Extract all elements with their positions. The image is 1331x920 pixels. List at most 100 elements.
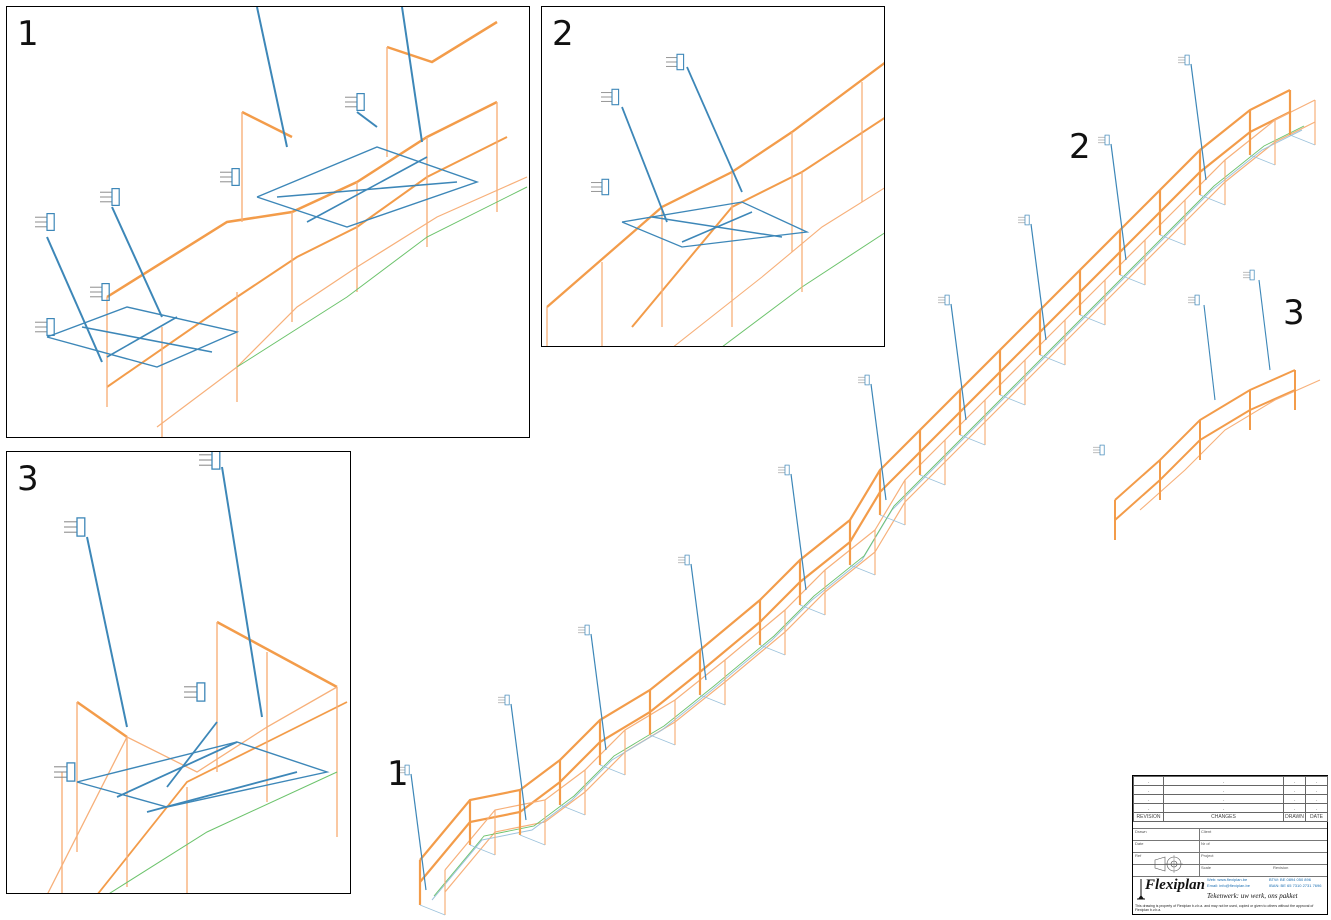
hanger-rod (401, 7, 423, 143)
hanger-rod (1030, 223, 1047, 341)
title-divider (1199, 828, 1200, 876)
wall-anchor (231, 168, 240, 187)
handrail (386, 20, 498, 64)
tread (559, 804, 586, 816)
wall-anchor (1024, 214, 1030, 226)
tread (599, 764, 626, 776)
detail-3-drawing (47, 452, 348, 893)
wall-anchor (611, 88, 620, 106)
hanger-rod (1190, 63, 1207, 181)
date-cell: - (1305, 794, 1328, 804)
bracing (116, 741, 238, 798)
hanger-rod (86, 536, 128, 728)
drawn-cell: - (1283, 785, 1306, 795)
bracing (146, 771, 298, 813)
hanger-rod (410, 773, 427, 891)
disclaimer-text: This drawing is property of Flexiplan b.… (1135, 904, 1314, 912)
client-field: Client (1201, 829, 1212, 834)
landing-frame (46, 306, 240, 368)
stringer (433, 125, 1305, 897)
stringer (236, 186, 528, 368)
revision-field: Revision (1273, 865, 1289, 870)
wall-anchor (196, 682, 206, 702)
landing-frame (76, 741, 330, 808)
projection-symbol-icon (1154, 855, 1183, 873)
tread (469, 844, 496, 856)
tread (999, 394, 1026, 406)
drawn-cell: - (1283, 776, 1306, 786)
tread (799, 604, 826, 616)
revision-row: - - - - (1133, 803, 1328, 813)
wall-anchor (684, 554, 690, 566)
handrail (76, 700, 128, 739)
handrail (216, 620, 338, 689)
hanger-rod (870, 383, 887, 501)
handrail (106, 100, 498, 299)
tread (1159, 234, 1186, 246)
title-divider (1133, 876, 1327, 877)
hanger-rod (621, 106, 668, 223)
wall-anchor (76, 517, 86, 537)
handrail (156, 176, 528, 428)
hanger-rod (950, 303, 967, 421)
drawn-field: Drawn (1135, 829, 1147, 834)
revision-table: - - - - - - - - - - - - - - - - (1133, 776, 1328, 822)
handrail (1114, 369, 1296, 501)
wall-anchor (784, 464, 790, 476)
tread (1119, 274, 1146, 286)
hanger-rod (686, 66, 743, 193)
wall-anchor (46, 213, 55, 232)
tread (759, 644, 786, 656)
tread (1199, 194, 1226, 206)
changes-cell: - (1163, 785, 1284, 795)
revision-cell: - (1133, 785, 1164, 795)
tread (699, 694, 726, 706)
ref-field: Ref (1135, 853, 1142, 858)
wall-anchor (1104, 134, 1110, 146)
hanger-rod (221, 466, 263, 718)
hanger-rod (1203, 304, 1216, 401)
hanger-rod (790, 473, 807, 591)
drawn-cell: - (1283, 794, 1306, 804)
revision-cell: - (1133, 776, 1164, 786)
detail-view-1: 1 (6, 6, 530, 438)
hanger-rod (256, 7, 288, 148)
brand-logo: Flexiplan (1145, 877, 1206, 893)
hanger-rod (356, 111, 378, 128)
revision-row: - - - - (1133, 776, 1328, 786)
iban-text: IBAN: BE 65 7310 2731 7696 (1269, 883, 1322, 888)
handrail (1114, 389, 1296, 521)
wall-anchor (944, 294, 950, 306)
detail-1-drawing (35, 7, 528, 437)
changes-cell: - (1163, 794, 1284, 804)
wall-anchor (504, 694, 510, 706)
tread (879, 514, 906, 526)
date-cell: - (1305, 776, 1328, 786)
date-cell: - (1305, 785, 1328, 795)
hanger-rod (1110, 143, 1127, 261)
changes-cell: - (1163, 803, 1284, 813)
landing-frame (621, 201, 810, 248)
hanger-rod (590, 633, 607, 751)
tread (1079, 314, 1106, 326)
main-callout-1: 1 (387, 754, 409, 794)
revision-cell: - (1133, 803, 1164, 813)
changes-header: CHANGES (1163, 812, 1284, 822)
detail-view-3: 3 (6, 451, 351, 894)
title-divider (1133, 828, 1327, 829)
revision-row: - - - - (1133, 785, 1328, 795)
title-divider (1133, 840, 1327, 841)
detail-2-drawing (546, 53, 884, 346)
hanger-rod (46, 236, 103, 363)
wall-anchor (404, 764, 410, 776)
revision-header: REVISION (1133, 812, 1164, 822)
hanger-rod (1258, 279, 1271, 371)
wall-anchor (111, 188, 120, 207)
main-callout-2: 2 (1069, 127, 1091, 167)
revision-header-row: REVISION CHANGES DRAWN DATE (1133, 812, 1328, 822)
main-callout-3: 3 (1283, 293, 1305, 333)
bracing (106, 316, 178, 358)
drawn-header: DRAWN (1283, 812, 1306, 822)
scale-field: Scale (1201, 865, 1212, 870)
